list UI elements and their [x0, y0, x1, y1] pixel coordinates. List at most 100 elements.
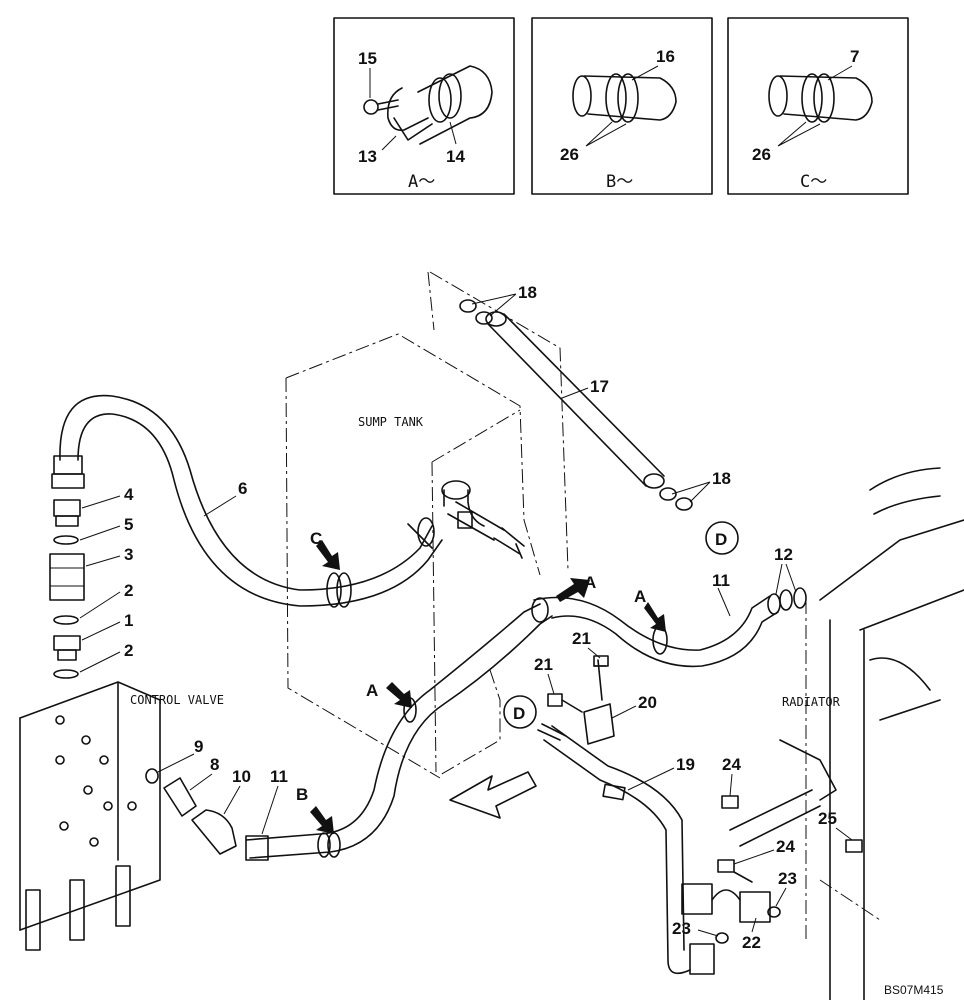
view-arrow-c: C: [310, 529, 340, 570]
detail-panel-a: 15 13 14 A～: [333, 17, 515, 195]
svg-text:19: 19: [676, 755, 695, 774]
fitting-9-8-10: [145, 768, 237, 855]
svg-text:21: 21: [572, 629, 591, 648]
svg-text:21: 21: [534, 655, 553, 674]
svg-text:2: 2: [124, 641, 133, 660]
svg-text:14: 14: [446, 147, 465, 166]
svg-text:2: 2: [124, 581, 133, 600]
callout-2-lower: 2: [79, 641, 133, 673]
svg-text:17: 17: [590, 377, 609, 396]
view-arrow-a-1: A: [556, 573, 596, 602]
svg-text:A: A: [634, 587, 646, 606]
svg-text:D: D: [513, 704, 525, 723]
callout-10: 10: [223, 767, 251, 815]
sump-tank-label: SUMP TANK: [358, 415, 424, 429]
callout-25: 25: [818, 809, 853, 841]
front-direction-arrow: [449, 771, 537, 819]
svg-text:9: 9: [194, 737, 203, 756]
svg-text:26: 26: [560, 145, 579, 164]
control-valve-label: CONTROL VALVE: [130, 693, 224, 707]
svg-text:23: 23: [672, 919, 691, 938]
callout-23-right: 23: [775, 869, 797, 907]
svg-text:16: 16: [656, 47, 675, 66]
svg-text:13: 13: [358, 147, 377, 166]
detail-panel-b: 16 26 B～: [531, 17, 713, 195]
callout-19: 19: [627, 755, 695, 791]
callout-17: 17: [561, 377, 609, 399]
svg-text:22: 22: [742, 933, 761, 952]
sump-tank-outline: SUMP TANK: [285, 271, 569, 779]
view-arrow-b: B: [296, 785, 334, 834]
svg-text:6: 6: [238, 479, 247, 498]
svg-text:18: 18: [518, 283, 537, 302]
svg-text:A: A: [366, 681, 378, 700]
svg-text:B: B: [296, 785, 308, 804]
svg-text:23: 23: [778, 869, 797, 888]
detail-a-label: A～: [408, 172, 435, 192]
detail-a-part-number-15: 15: [358, 49, 377, 68]
detail-b-label: B～: [606, 172, 633, 192]
callout-24-upper: 24: [722, 755, 741, 797]
callout-21-lower: 21: [534, 655, 555, 695]
svg-text:3: 3: [124, 545, 133, 564]
callout-18-upper: 18: [471, 283, 537, 317]
callout-5: 5: [79, 515, 133, 541]
svg-text:1: 1: [124, 611, 133, 630]
detail-panel-c: 7 26 C～: [727, 17, 909, 195]
svg-text:A: A: [584, 573, 596, 592]
svg-text:26: 26: [752, 145, 771, 164]
svg-text:11: 11: [270, 767, 288, 786]
hose-11: [245, 587, 807, 861]
hose-17: [459, 299, 693, 511]
view-arrow-a-2: A: [634, 587, 666, 632]
callout-4: 4: [81, 485, 134, 509]
callout-8: 8: [189, 755, 219, 791]
drawing-code: BS07M415: [884, 983, 944, 997]
svg-text:25: 25: [818, 809, 837, 828]
control-valve: CONTROL VALVE: [19, 681, 224, 951]
radiator: RADIATOR: [729, 467, 964, 1000]
detail-b-part-number-16: 16: [656, 47, 675, 66]
svg-text:5: 5: [124, 515, 133, 534]
detail-c-part-number-26: 26: [752, 145, 771, 164]
detail-a-part-number-13: 13: [358, 147, 377, 166]
callout-11-lower: 11: [261, 767, 288, 835]
callout-2-upper: 2: [79, 581, 133, 619]
bracket-20: [547, 655, 615, 745]
callout-22: 22: [742, 917, 761, 952]
svg-text:8: 8: [210, 755, 219, 774]
fitting-stack: [49, 499, 85, 679]
hose-6: [51, 394, 443, 608]
detail-b-part-number-26: 26: [560, 145, 579, 164]
callout-23-left: 23: [672, 919, 719, 938]
svg-text:12: 12: [774, 545, 793, 564]
callout-21-upper: 21: [572, 629, 601, 659]
detail-c-part-number-7: 7: [850, 47, 859, 66]
svg-text:20: 20: [638, 693, 657, 712]
svg-text:18: 18: [712, 469, 731, 488]
svg-text:C: C: [310, 529, 322, 548]
svg-text:10: 10: [232, 767, 251, 786]
callout-18-lower: 18: [671, 469, 731, 503]
svg-text:24: 24: [776, 837, 795, 856]
svg-text:7: 7: [850, 47, 859, 66]
callout-20: 20: [611, 693, 657, 719]
view-arrow-a-3: A: [366, 681, 412, 708]
pipe-19: [537, 723, 691, 975]
callout-1: 1: [81, 611, 133, 641]
callout-11-upper: 11: [712, 571, 731, 617]
svg-text:24: 24: [722, 755, 741, 774]
svg-text:15: 15: [358, 49, 377, 68]
callout-12: 12: [774, 545, 797, 595]
connection-marker-d-upper: D: [705, 521, 739, 555]
connection-marker-d-lower: D: [503, 695, 537, 729]
callout-3: 3: [85, 545, 133, 567]
radiator-label: RADIATOR: [782, 695, 841, 709]
svg-text:11: 11: [712, 571, 730, 590]
detail-c-label: C～: [800, 172, 827, 192]
svg-text:D: D: [715, 530, 727, 549]
svg-text:4: 4: [124, 485, 134, 504]
flange-assembly: [681, 795, 863, 975]
callout-9: 9: [157, 737, 203, 773]
